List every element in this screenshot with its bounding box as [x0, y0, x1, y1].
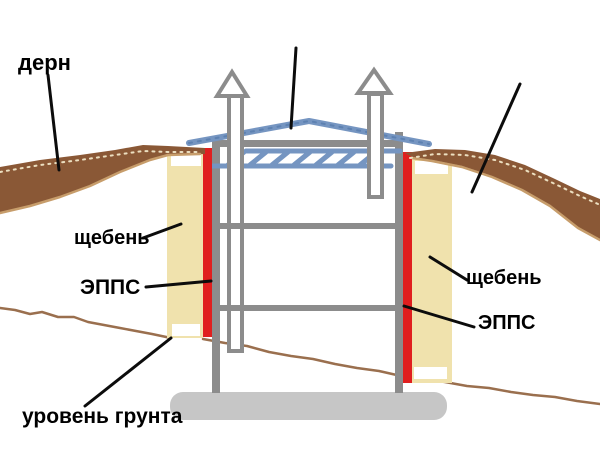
- left-vent-arrow-icon: [213, 68, 251, 98]
- right-panel-bottom-notch: [414, 367, 447, 379]
- cellar-shelves: [220, 223, 395, 311]
- right-wall: [395, 132, 403, 393]
- hatch-stroke: [335, 149, 357, 168]
- leader-lines: [46, 46, 522, 408]
- left-eps-strip: [203, 148, 212, 337]
- ground-line-left: [0, 306, 173, 340]
- right-eps-strip: [403, 152, 412, 383]
- gravel-and-eps: [167, 148, 452, 383]
- hatch-stroke: [291, 149, 313, 168]
- ceiling-beam: [212, 140, 403, 147]
- leader-line-eps-left: [144, 279, 213, 289]
- left-gravel-panel: [167, 148, 203, 338]
- right-panel-top-notch: [415, 161, 448, 174]
- leader-line-right-top: [470, 82, 522, 194]
- right-vent-pipe: [367, 92, 384, 199]
- leader-line-turf: [46, 73, 61, 172]
- leader-line-ground-level: [83, 336, 173, 408]
- turf-mound-right-speckle: [409, 152, 599, 205]
- label-gravel-left: щебень: [74, 227, 150, 249]
- label-turf: дерн: [18, 50, 71, 75]
- leader-line-roof: [289, 46, 298, 130]
- hatch-stroke: [313, 149, 335, 168]
- lower-shelf: [220, 305, 395, 311]
- label-eps-right: ЭППС: [478, 312, 536, 334]
- hatch-stroke: [247, 149, 269, 168]
- upper-shelf: [220, 223, 395, 229]
- right-vent-arrow-icon: [354, 66, 394, 95]
- left-panel-bottom-notch: [172, 324, 200, 336]
- turf-mound-left-edge: [0, 152, 202, 215]
- left-wall: [212, 138, 220, 393]
- leader-line-gravel-right: [428, 255, 469, 282]
- label-gravel-right: щебень: [466, 267, 542, 289]
- turf-mound-left-speckle: [0, 149, 201, 173]
- turf-mound-right: [405, 149, 600, 242]
- label-eps-left: ЭППС: [80, 276, 141, 299]
- leader-line-eps-right: [402, 304, 476, 329]
- turf-mound-left: [0, 145, 205, 215]
- foundation-slab: [170, 392, 447, 420]
- leader-line-gravel-left: [141, 222, 183, 240]
- turf-mound-right-body: [405, 149, 600, 240]
- label-ground-level: уровень грунта: [22, 405, 183, 428]
- right-gravel-panel: [412, 155, 452, 383]
- hatch-stroke: [269, 149, 291, 168]
- turf-mound-right-edge: [410, 156, 600, 242]
- cellar-frame: [212, 132, 403, 393]
